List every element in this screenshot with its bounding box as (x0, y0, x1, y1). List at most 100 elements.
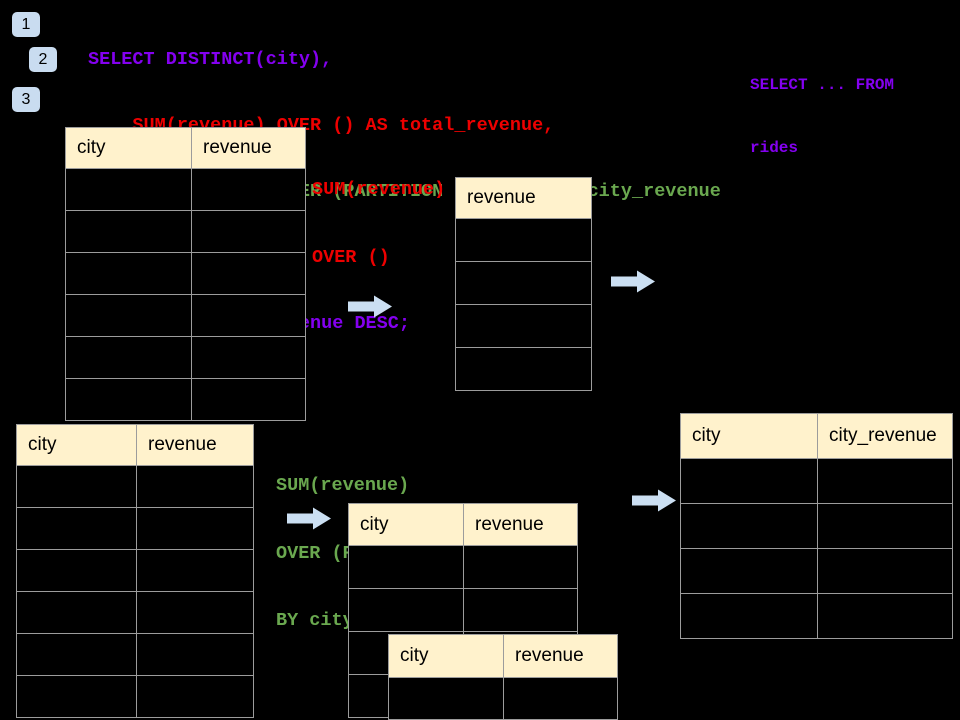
table-header-row: city revenue (388, 634, 618, 678)
table-cell (136, 633, 254, 676)
table-cell (65, 378, 192, 421)
table-cell (680, 548, 818, 594)
table-row (16, 675, 254, 718)
flow-arrow-right-icon (611, 270, 655, 293)
table-cell (817, 548, 953, 594)
partition-table-front: city revenue (388, 634, 618, 720)
table-header-row: city revenue (65, 127, 306, 169)
table-row (65, 210, 306, 253)
table-cell (348, 588, 464, 632)
table-row (16, 549, 254, 592)
table-header-row: revenue (455, 177, 592, 219)
table-cell (680, 593, 818, 639)
table-cell (16, 633, 137, 676)
table-row (16, 507, 254, 550)
table-cell (455, 347, 592, 391)
table-row (455, 304, 592, 348)
total-revenue-annotation: SUM(revenue) OVER () (312, 134, 445, 292)
table-row (65, 378, 306, 421)
table-cell (136, 465, 254, 508)
step-badge-1: 1 (12, 12, 40, 37)
table-cell (191, 168, 306, 211)
table-cell (65, 294, 192, 337)
note-line: rides (750, 139, 799, 157)
note-line: SELECT ... FROM (750, 76, 895, 94)
table-cell (463, 588, 578, 632)
table-row (388, 677, 618, 720)
annotation-line: SUM(revenue) (312, 179, 446, 200)
column-header-city: city (65, 127, 192, 169)
table-row (680, 458, 953, 504)
table-header-row: city city_revenue (680, 413, 953, 459)
table-cell (817, 593, 953, 639)
table-cell (191, 294, 306, 337)
table-cell (16, 675, 137, 718)
column-header-revenue: revenue (503, 634, 618, 678)
column-header-city-revenue: city_revenue (817, 413, 953, 459)
table-cell (136, 507, 254, 550)
table-cell (65, 210, 192, 253)
table-row (348, 545, 578, 589)
result-city-revenue-table: city city_revenue (680, 413, 953, 639)
table-cell (65, 252, 192, 295)
table-cell (503, 677, 618, 720)
table-row (16, 633, 254, 676)
select-from-note: SELECT ... FROM rides (750, 33, 894, 180)
total-revenue-table: revenue (455, 177, 592, 391)
column-header-city: city (388, 634, 504, 678)
table-row (455, 347, 592, 391)
table-cell (65, 336, 192, 379)
table-cell (455, 261, 592, 305)
column-header-city: city (680, 413, 818, 459)
table-cell (191, 210, 306, 253)
column-header-city: city (348, 503, 464, 546)
source-rides-table-bottom: city revenue (16, 424, 254, 718)
table-cell (136, 549, 254, 592)
table-cell (191, 378, 306, 421)
table-cell (16, 465, 137, 508)
table-cell (136, 675, 254, 718)
table-cell (348, 545, 464, 589)
table-row (65, 294, 306, 337)
column-header-city: city (16, 424, 137, 466)
source-rides-table-top: city revenue (65, 127, 306, 421)
table-cell (191, 336, 306, 379)
table-cell (16, 507, 137, 550)
flow-arrow-right-icon (287, 507, 331, 530)
annotation-line: OVER () (312, 246, 390, 268)
table-row (455, 218, 592, 262)
table-row (680, 548, 953, 594)
table-row (348, 588, 578, 632)
flow-arrow-right-icon (348, 295, 392, 318)
flow-arrow-right-icon (632, 489, 676, 512)
table-cell (191, 252, 306, 295)
step-badge-3: 3 (12, 87, 40, 112)
table-row (65, 336, 306, 379)
table-cell (65, 168, 192, 211)
table-header-row: city revenue (16, 424, 254, 466)
table-row (16, 465, 254, 508)
table-cell (16, 591, 137, 634)
table-row (65, 168, 306, 211)
table-cell (463, 545, 578, 589)
table-cell (388, 677, 504, 720)
table-row (16, 591, 254, 634)
column-header-revenue: revenue (191, 127, 306, 169)
table-row (455, 261, 592, 305)
table-cell (817, 458, 953, 504)
column-header-revenue: revenue (463, 503, 578, 546)
table-row (65, 252, 306, 295)
table-row (680, 503, 953, 549)
table-row (680, 593, 953, 639)
table-cell (455, 218, 592, 262)
table-cell (455, 304, 592, 348)
sql-line-select: SELECT DISTINCT(city), (88, 49, 333, 70)
table-cell (16, 549, 137, 592)
column-header-revenue: revenue (136, 424, 254, 466)
table-cell (680, 458, 818, 504)
table-cell (136, 591, 254, 634)
step-badge-2: 2 (29, 47, 57, 72)
table-header-row: city revenue (348, 503, 578, 546)
table-cell (680, 503, 818, 549)
annotation-line: SUM(revenue) (276, 475, 410, 496)
